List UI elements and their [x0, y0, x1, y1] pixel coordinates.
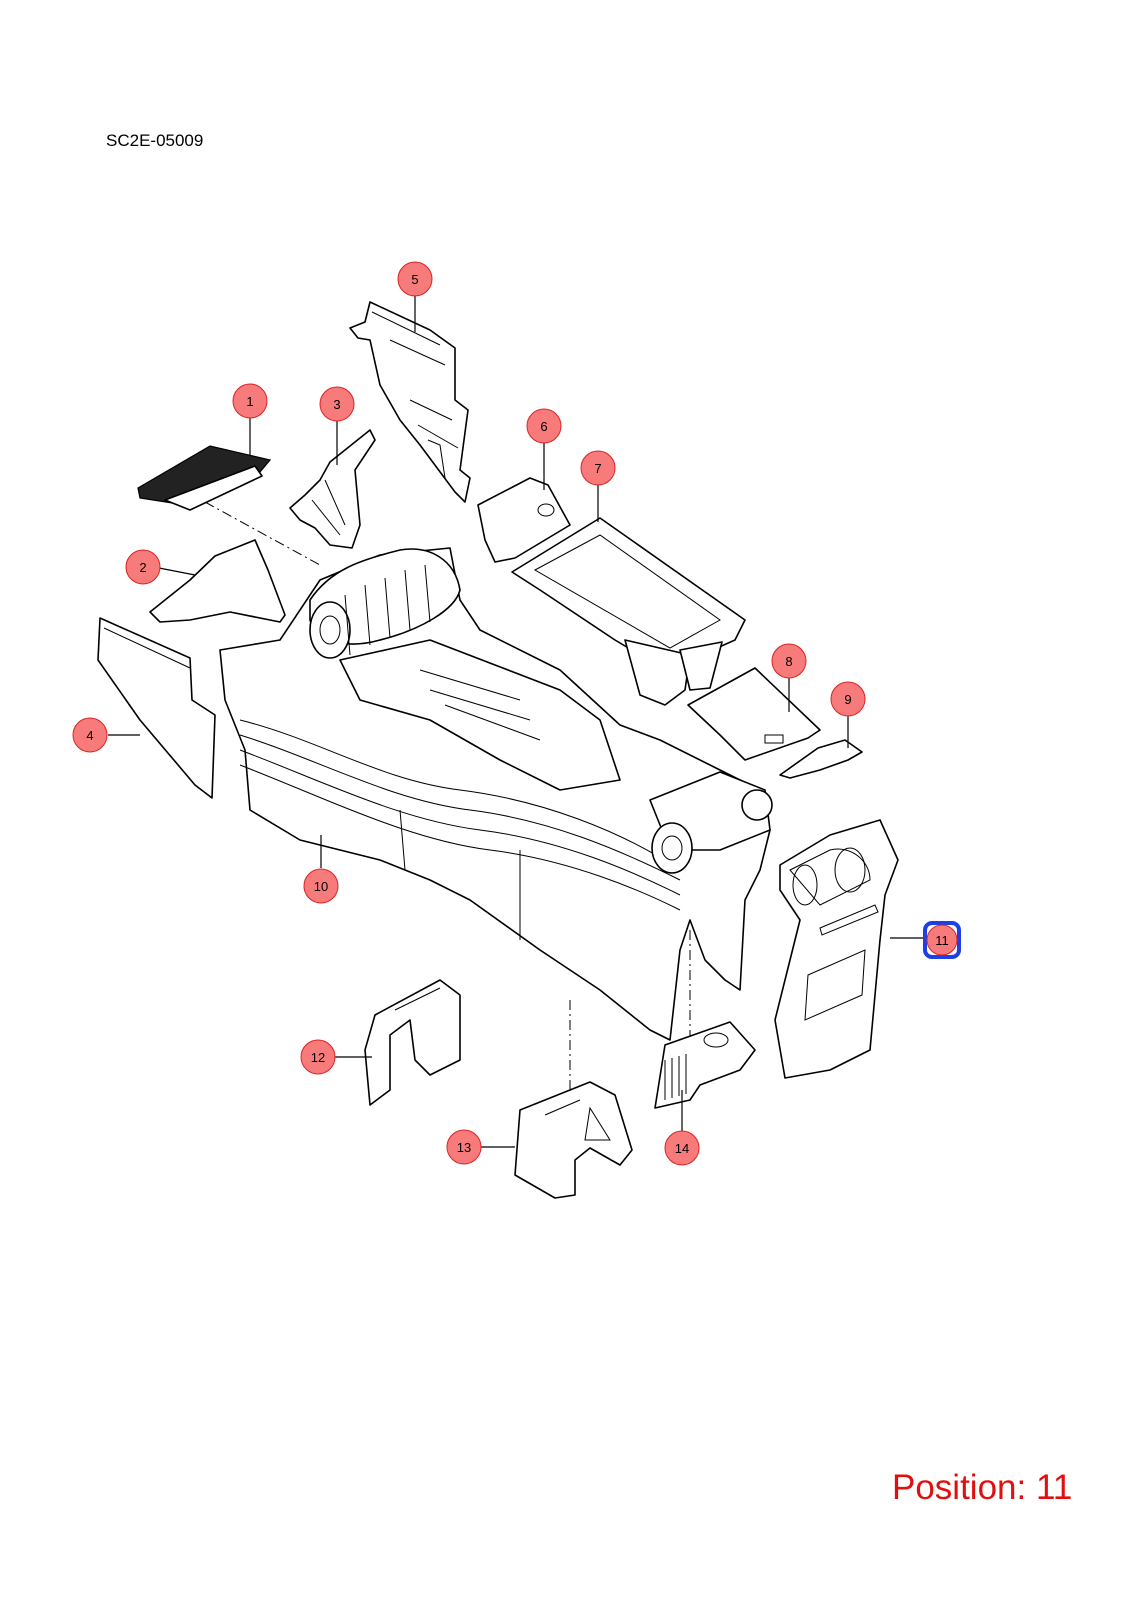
part-4-side-panel: [97, 617, 216, 799]
callout-5-label: 5: [411, 272, 418, 287]
callout-8-circle: [771, 643, 807, 679]
callout-2[interactable]: 2: [125, 549, 161, 585]
part-11-rear-panel: [774, 819, 899, 1079]
callout-14-label: 14: [675, 1141, 689, 1156]
callout-3-circle: [319, 386, 355, 422]
callout-7-label: 7: [594, 461, 601, 476]
callout-4[interactable]: 4: [72, 717, 108, 753]
part-2-side-trim: [149, 539, 286, 623]
callout-13[interactable]: 13: [446, 1129, 482, 1165]
callout-6-circle: [526, 408, 562, 444]
position-label: Position: 11: [892, 1468, 1073, 1507]
callout-10[interactable]: 10: [303, 868, 339, 904]
part-7-shifter-bezel: [511, 517, 746, 706]
callout-11-selected-outline: [923, 921, 961, 959]
part-14-bin: [654, 1021, 756, 1109]
part-10-console-body: [219, 547, 773, 1041]
callout-12-circle: [300, 1039, 336, 1075]
leader-lines: [108, 296, 925, 1148]
part-5-panel: [349, 301, 471, 503]
callout-5[interactable]: 5: [397, 261, 433, 297]
callout-9-label: 9: [844, 692, 851, 707]
callout-5-circle: [397, 261, 433, 297]
callout-1-circle: [232, 383, 268, 419]
callout-3-label: 3: [333, 397, 340, 412]
callout-14-circle: [664, 1130, 700, 1166]
callout-7-circle: [580, 450, 616, 486]
callout-11-circle: [926, 924, 958, 956]
callout-3[interactable]: 3: [319, 386, 355, 422]
callout-4-circle: [72, 717, 108, 753]
diagram-code: SC2E-05009: [106, 131, 204, 150]
assembly-centerlines: [204, 501, 691, 1090]
callout-11[interactable]: 11: [923, 921, 961, 959]
callout-8[interactable]: 8: [771, 643, 807, 679]
callout-7[interactable]: 7: [580, 450, 616, 486]
part-9-mat: [779, 739, 863, 779]
callout-8-label: 8: [785, 654, 792, 669]
callout-12-label: 12: [311, 1050, 325, 1065]
callout-12[interactable]: 12: [300, 1039, 336, 1075]
part-12-bracket: [364, 979, 461, 1106]
callout-1[interactable]: 1: [232, 383, 268, 419]
callout-6[interactable]: 6: [526, 408, 562, 444]
callout-13-label: 13: [457, 1140, 471, 1155]
callout-9-circle: [830, 681, 866, 717]
callout-14[interactable]: 14: [664, 1130, 700, 1166]
part-8-mat: [687, 667, 821, 761]
callout-2-label: 2: [139, 560, 146, 575]
callout-10-label: 10: [314, 879, 328, 894]
callout-2-circle: [125, 549, 161, 585]
callout-11-label: 11: [935, 933, 949, 948]
part-1-trim-strip: [137, 445, 272, 511]
callout-13-circle: [446, 1129, 482, 1165]
callout-1-label: 1: [246, 394, 253, 409]
callout-9[interactable]: 9: [830, 681, 866, 717]
callout-10-circle: [303, 868, 339, 904]
callout-6-label: 6: [540, 419, 547, 434]
part-13-bracket: [514, 1081, 633, 1199]
part-3-bracket: [289, 429, 376, 549]
part-6-bezel: [477, 477, 571, 563]
callout-4-label: 4: [86, 728, 93, 743]
